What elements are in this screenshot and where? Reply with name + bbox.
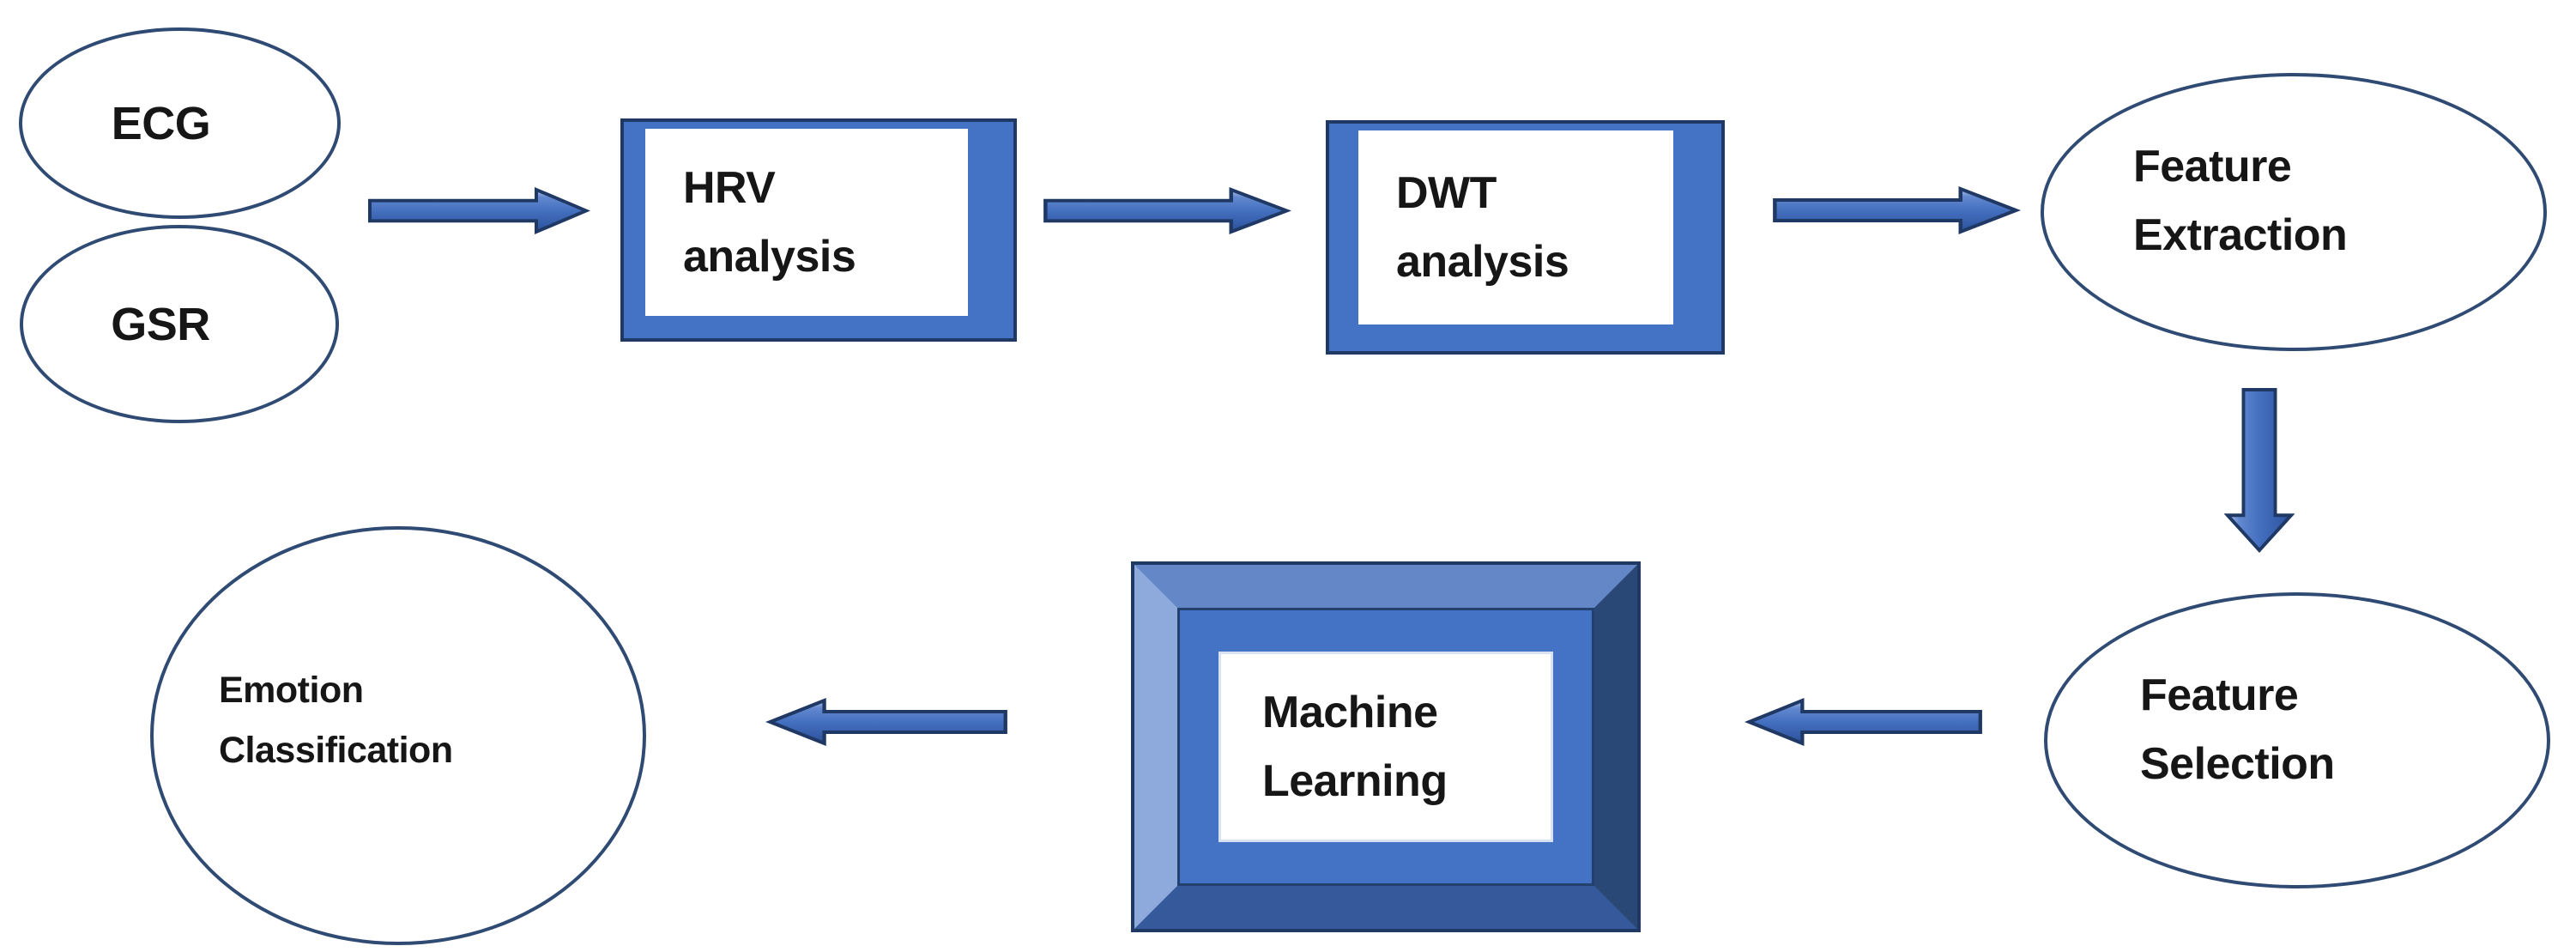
feature-selection-line2: Selection — [2140, 738, 2335, 789]
emotion-classification-line1: Emotion — [219, 670, 364, 711]
node-gsr-label: GSR — [111, 298, 210, 350]
node-hrv-analysis: HRV analysis — [620, 118, 1017, 342]
node-feature-extraction-label: Feature Extraction — [2133, 132, 2348, 270]
arrow-left-icon — [765, 697, 1007, 747]
arrow-right-icon — [1043, 186, 1291, 235]
node-dwt-label-line1: DWT — [1396, 168, 1497, 218]
node-dwt-analysis-panel: DWT analysis — [1358, 130, 1673, 324]
machine-learning-line2: Learning — [1262, 756, 1448, 806]
emotion-classification-line2: Classification — [219, 730, 453, 771]
node-hrv-label-line1: HRV — [683, 163, 776, 213]
node-hrv-analysis-panel: HRV analysis — [645, 129, 968, 316]
node-dwt-label-line2: analysis — [1396, 237, 1569, 287]
node-dwt-analysis: DWT analysis — [1326, 120, 1725, 355]
machine-learning-panel: Machine Learning — [1218, 652, 1553, 842]
feature-extraction-line1: Feature — [2133, 142, 2292, 191]
node-emotion-classification-label: Emotion Classification — [219, 660, 453, 780]
node-machine-learning: Machine Learning — [1134, 565, 1637, 929]
node-feature-extraction: Feature Extraction — [2041, 73, 2547, 351]
node-feature-selection: Feature Selection — [2044, 592, 2550, 888]
arrow-right-icon — [368, 186, 590, 235]
node-emotion-classification: Emotion Classification — [150, 526, 646, 945]
node-ecg-label: ECG — [111, 97, 211, 149]
node-gsr: GSR — [20, 225, 339, 423]
feature-extraction-line2: Extraction — [2133, 210, 2348, 260]
arrow-down-icon — [2224, 387, 2295, 553]
node-hrv-label-line2: analysis — [683, 232, 856, 282]
feature-selection-line1: Feature — [2140, 670, 2299, 720]
machine-learning-line1: Machine — [1262, 688, 1438, 737]
arrow-left-icon — [1745, 697, 1982, 747]
node-ecg: ECG — [19, 27, 341, 219]
machine-learning-frame: Machine Learning — [1177, 608, 1594, 886]
node-feature-selection-label: Feature Selection — [2140, 661, 2335, 798]
arrow-right-icon — [1773, 185, 2021, 235]
